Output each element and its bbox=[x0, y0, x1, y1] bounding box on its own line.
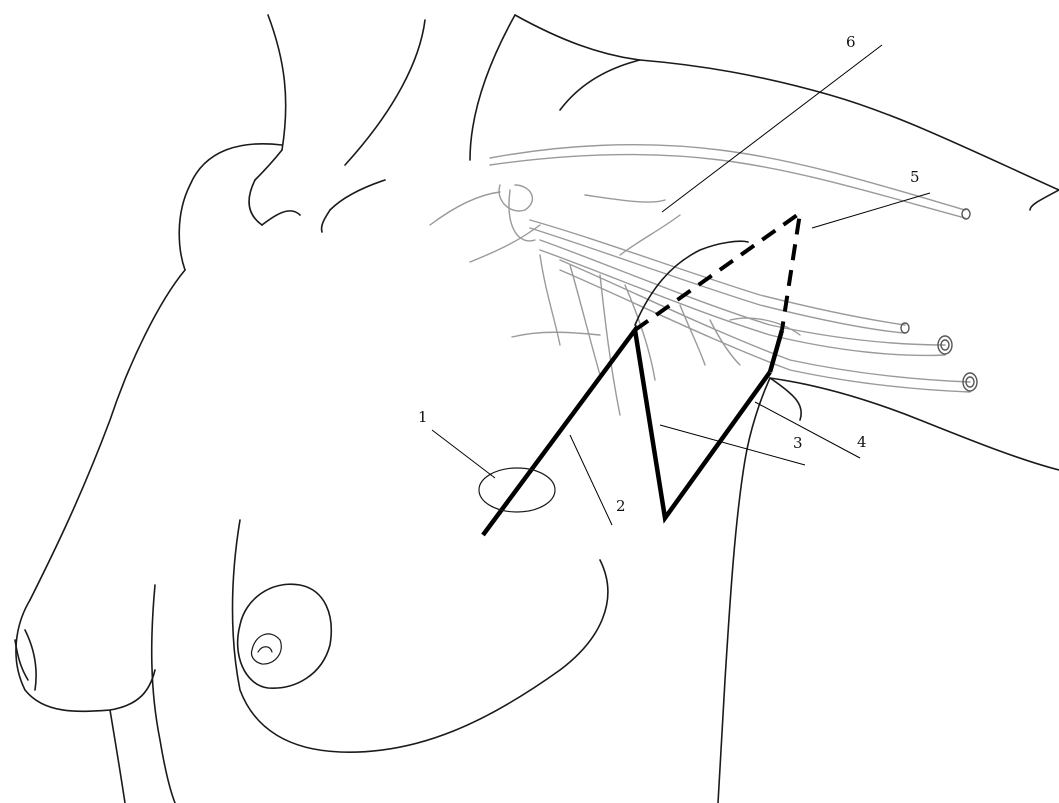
leader-line-4 bbox=[755, 402, 860, 458]
label-2: 2 bbox=[616, 497, 626, 515]
label-6: 6 bbox=[846, 33, 856, 51]
label-5: 5 bbox=[910, 168, 920, 186]
label-1: 1 bbox=[418, 408, 428, 426]
leader-line-5 bbox=[812, 193, 930, 228]
leader-line-3 bbox=[660, 425, 805, 465]
label-4: 4 bbox=[857, 433, 867, 451]
leader-line-1 bbox=[432, 430, 495, 478]
label-3: 3 bbox=[793, 434, 803, 452]
incision-lines bbox=[483, 213, 800, 535]
body-outline bbox=[15, 15, 1059, 803]
leader-line-2 bbox=[570, 435, 612, 525]
leader-lines bbox=[432, 45, 930, 525]
number-labels: 1 2 3 4 5 6 bbox=[418, 33, 920, 515]
